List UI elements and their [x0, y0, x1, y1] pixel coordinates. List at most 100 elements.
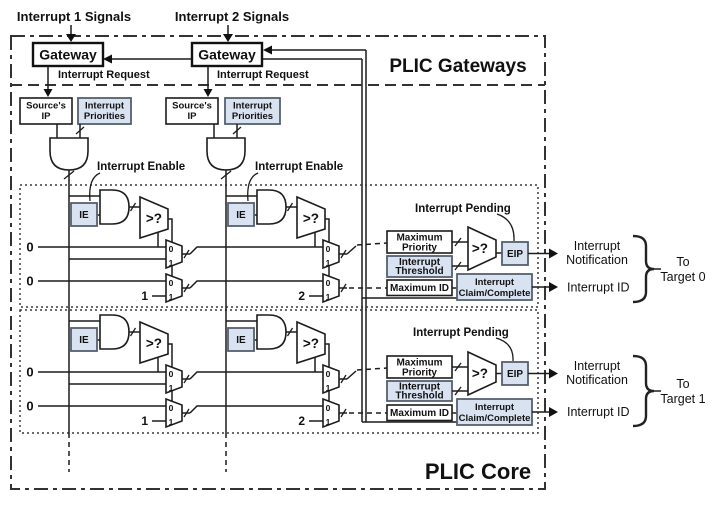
arrowhead-icon [263, 45, 272, 55]
claim-complete-label: Claim/Complete [459, 288, 531, 299]
sources-ip-label: Source's [172, 101, 212, 112]
interrupt-request-wires: Interrupt Request Interrupt Request [43, 66, 309, 97]
interrupt-priorities-label: Priorities [232, 111, 273, 122]
and-gate-icon [49, 137, 89, 171]
interrupt-priorities-box [224, 97, 281, 125]
comparator-icon [467, 225, 497, 272]
interrupt-notification-label: Interrupt [574, 239, 621, 253]
interrupt-priorities-box [77, 97, 132, 125]
maximum-priority-label: Maximum [396, 233, 442, 244]
interrupt-claim-complete-box [456, 398, 533, 426]
target1-source1-logic [68, 314, 191, 428]
interrupt-threshold-label: Threshold [395, 266, 443, 277]
target1-logic-border [19, 309, 539, 434]
source-2-registers: Source's IP Interrupt Priorities [165, 97, 281, 180]
arrowhead-icon [549, 368, 558, 379]
brace-icon [632, 234, 655, 304]
comparator-icon [467, 350, 497, 397]
bus-slash-icon [454, 261, 462, 271]
maximum-priority-label: Maximum [396, 358, 442, 369]
target0-wires: 0 0 1 2 [26, 240, 388, 303]
interrupt-enable-label: Interrupt Enable [255, 161, 343, 173]
interrupt-pending-label: Interrupt Pending [413, 327, 509, 339]
interrupt-id-label: Interrupt ID [567, 281, 630, 295]
plic-core-title: PLIC Core [425, 459, 531, 484]
initial-priority-value: 0 [26, 365, 33, 380]
interrupt-notification-label: Notification [566, 373, 628, 387]
interrupt-request-label: Interrupt Request [217, 69, 309, 81]
gateway-box [190, 41, 264, 68]
sources-ip-label: IP [188, 111, 198, 122]
maximum-priority-label: Priority [402, 368, 437, 379]
gateway-box [31, 41, 105, 68]
arrowhead-icon [203, 89, 213, 97]
comparator-label: >? [472, 366, 488, 381]
eip-label: EIP [507, 249, 523, 260]
interrupt-enable-label: Interrupt Enable [97, 161, 185, 173]
interrupt-request-label: Interrupt Request [58, 69, 150, 81]
interrupt-signal-inputs: Interrupt 1 Signals Interrupt 2 Signals [17, 9, 289, 42]
arrowhead-icon [43, 89, 53, 97]
arrowhead-icon [549, 248, 558, 259]
gateway-2: Gateway [190, 41, 264, 68]
callout-curve [89, 172, 101, 202]
sources-ip-box [165, 97, 219, 125]
interrupt-notification-label: Interrupt [574, 359, 621, 373]
interrupt-priorities-label: Interrupt [233, 101, 273, 112]
plic-outer-border [10, 35, 546, 490]
gateway-1: Gateway [31, 41, 105, 68]
interrupt-notification-label: Notification [566, 253, 628, 267]
arrowhead-icon [549, 282, 558, 292]
bus-slash-icon [232, 126, 242, 135]
source-1-registers: Source's IP Interrupt Priorities [19, 97, 132, 180]
source-id-value: 2 [298, 414, 305, 428]
interrupt2-signals-label: Interrupt 2 Signals [175, 9, 289, 24]
interrupt-pending-label: Interrupt Pending [415, 203, 511, 215]
callout-curve [496, 213, 515, 242]
bus-slash-icon [75, 126, 85, 135]
maximum-id-label: Maximum ID [390, 283, 449, 294]
interrupt-threshold-label: Interrupt [399, 257, 441, 268]
interrupt-threshold-label: Interrupt [399, 382, 441, 393]
bus-slash-icon [454, 386, 462, 396]
claim-complete-label: Claim/Complete [459, 413, 531, 424]
source-id-value: 1 [141, 414, 148, 428]
target1-wires: 0 0 1 2 [26, 365, 388, 428]
maximum-priority-label: Priority [402, 243, 437, 254]
sources-ip-label: Source's [26, 101, 66, 112]
initial-priority-value: 0 [26, 240, 33, 255]
sources-ip-box [19, 97, 73, 125]
arrowhead-icon [223, 34, 233, 42]
gated-request-verticals [68, 170, 227, 472]
target0-notification-block: Maximum Priority Interrupt Threshold Max… [386, 203, 706, 304]
target1-notification-block: Maximum Priority Interrupt Threshold Max… [386, 327, 706, 428]
interrupt-claim-complete-box [456, 273, 533, 301]
claim-complete-label: Interrupt [475, 402, 515, 413]
comparator-label: >? [472, 241, 488, 256]
claim-complete-label: Interrupt [475, 277, 515, 288]
to-target-label: Target 1 [660, 392, 705, 406]
interrupt-threshold-label: Threshold [395, 391, 443, 402]
brace-icon [632, 354, 655, 428]
to-target-label: To [676, 377, 689, 391]
target0-source2-logic [225, 189, 348, 303]
arrowhead-icon [103, 54, 112, 64]
gateway-label: Gateway [39, 47, 97, 63]
arrowhead-icon [66, 34, 76, 42]
gateway-label: Gateway [198, 47, 256, 63]
arrowhead-icon [549, 407, 558, 417]
callout-curve [247, 172, 259, 202]
initial-id-value: 0 [26, 274, 33, 289]
interrupt1-signals-label: Interrupt 1 Signals [17, 9, 131, 24]
sources-ip-label: IP [42, 111, 52, 122]
interrupt-priorities-label: Priorities [84, 111, 125, 122]
interrupt-id-label: Interrupt ID [567, 405, 630, 419]
source-id-value: 1 [141, 289, 148, 303]
eip-label: EIP [507, 369, 523, 380]
target0-source1-logic [68, 189, 191, 303]
to-target-label: To [676, 255, 689, 269]
interrupt-priorities-label: Interrupt [85, 101, 125, 112]
target1-source2-logic [225, 314, 348, 428]
plic-gateways-title: PLIC Gateways [389, 56, 526, 77]
